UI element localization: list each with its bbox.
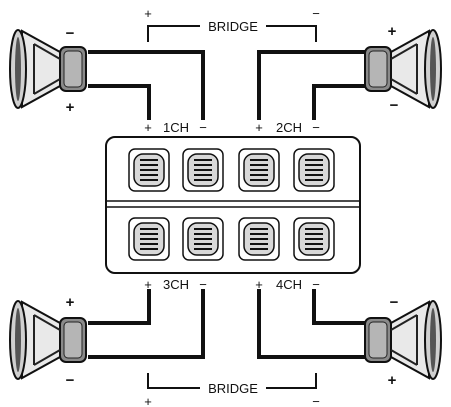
ch3-plus: + (144, 277, 152, 292)
wire (88, 84, 151, 120)
bridge-bracket-top-right (266, 25, 317, 42)
speaker-top-left-upper-sign: − (66, 25, 75, 42)
ch4-label: 4CH (276, 277, 302, 292)
ch2-minus: − (312, 120, 320, 135)
bridge-bottom-plus: + (144, 394, 152, 407)
wire (88, 289, 151, 325)
ch3-minus: − (199, 277, 207, 292)
speaker-bottom-left (9, 300, 87, 380)
ch1-minus: − (199, 120, 207, 135)
terminal-knob (238, 148, 280, 192)
wires (88, 50, 383, 359)
ch2-plus: + (255, 120, 263, 135)
ch4-plus: + (255, 277, 263, 292)
speaker-top-right-upper-sign: + (388, 23, 397, 40)
terminal-knob (293, 217, 335, 261)
ch4-minus: − (312, 277, 320, 292)
bridge-bracket-bottom-left (147, 373, 200, 389)
speaker-top-left-lower-sign: + (66, 99, 75, 116)
speaker-bottom-right (364, 300, 442, 380)
ch1-plus: + (144, 120, 152, 135)
terminal-knob (182, 217, 224, 261)
bridge-top-plus: + (144, 6, 152, 21)
speaker-top-right-lower-sign: − (390, 97, 399, 114)
bridge-bracket-bottom-right (266, 373, 317, 389)
wire (88, 50, 205, 120)
bridge-bottom-label: BRIDGE (208, 381, 258, 396)
terminal-knob (293, 148, 335, 192)
speaker-top-right (364, 29, 442, 109)
terminal-knob (238, 217, 280, 261)
wire (312, 84, 383, 120)
speaker-bottom-right-lower-sign: + (388, 372, 397, 389)
terminal-knob (182, 148, 224, 192)
ch3-label: 3CH (163, 277, 189, 292)
wire (88, 289, 205, 359)
terminal-knob (128, 148, 170, 192)
wire (257, 50, 383, 120)
speaker-bottom-left-lower-sign: − (66, 372, 75, 389)
ch1-label: 1CH (163, 120, 189, 135)
speaker-top-left (9, 29, 87, 109)
ch2-label: 2CH (276, 120, 302, 135)
bridge-brackets (147, 25, 317, 389)
speaker-bottom-right-upper-sign: − (390, 294, 399, 311)
bridge-top-minus: − (312, 6, 320, 21)
wire (312, 289, 383, 325)
bridge-bracket-top-left (147, 25, 200, 42)
wire (257, 289, 383, 359)
bridge-top-label: BRIDGE (208, 19, 258, 34)
bridge-bottom-minus: − (312, 394, 320, 407)
terminal-knob (128, 217, 170, 261)
speaker-bottom-left-upper-sign: + (66, 294, 75, 311)
